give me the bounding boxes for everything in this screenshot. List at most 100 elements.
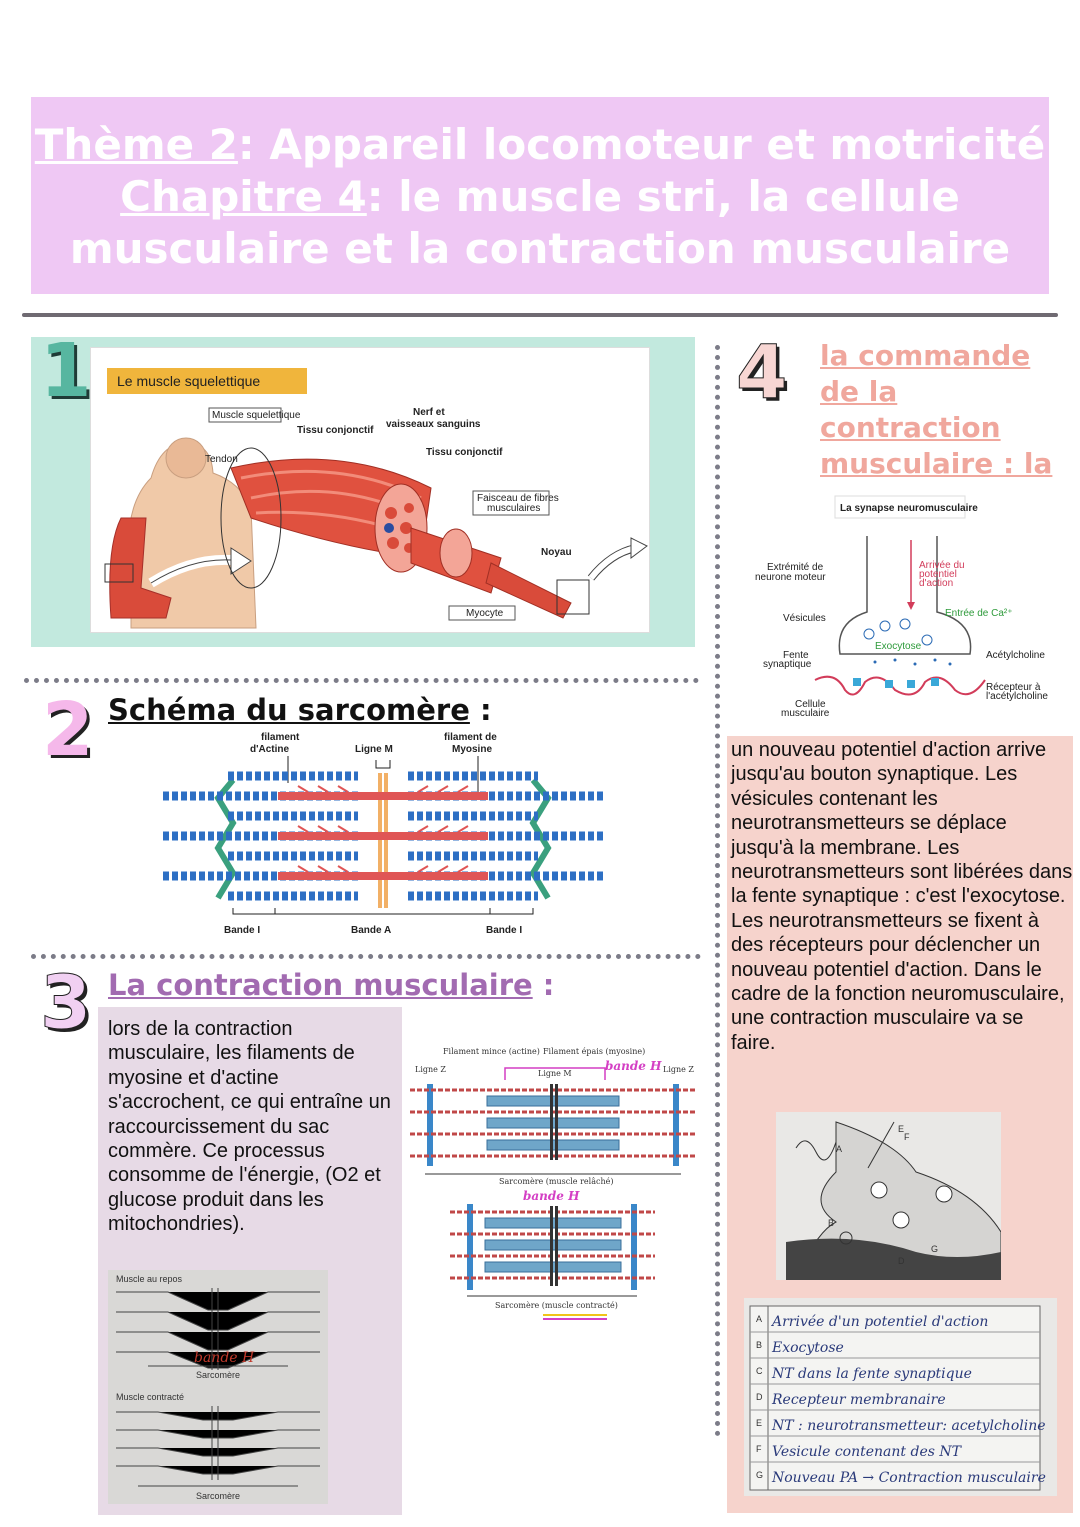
label-vaisseaux: vaisseaux sanguins — [386, 419, 481, 430]
table-answer-d: Recepteur membranaire — [771, 1392, 946, 1408]
section-2-title-text: Schéma du sarcomère — [108, 693, 470, 727]
section-2-title: Schéma du sarcomère : — [108, 693, 492, 727]
label-arrivee-2: potentiel — [919, 569, 957, 580]
divider-2-3 — [31, 954, 701, 959]
label-filament-epais: Filament épais (myosine) — [543, 1047, 645, 1056]
label-arrivee-1: Arrivée du — [919, 560, 965, 571]
muscle-photo: Muscle au repos bande H Sarcomère Muscle… — [108, 1270, 328, 1504]
section-3-title-text: La contraction musculaire — [108, 968, 533, 1002]
label-fibres: musculaires — [487, 503, 540, 514]
label-recepteur-2: l'acétylcholine — [986, 691, 1048, 702]
table-letter-f: F — [756, 1444, 762, 1454]
label-muscle-squelettique: Muscle squelettique — [212, 410, 301, 421]
muscle-figure-title: Le muscle squelettique — [117, 373, 260, 389]
photo-letter-e: E — [898, 1124, 904, 1134]
label-filament-mince: Filament mince (actine) — [443, 1047, 540, 1056]
section-4-number: 4 — [736, 330, 788, 416]
section-4-title: la commande de la contraction musculaire… — [820, 339, 1053, 516]
photo-letter-d: D — [898, 1256, 905, 1266]
divider-1-2 — [24, 678, 699, 683]
label-cellule-1: Cellule — [795, 699, 826, 710]
label-exocytose: Exocytose — [875, 641, 922, 652]
table-letter-b: B — [756, 1340, 762, 1350]
label-arrivee-3: d'action — [919, 578, 953, 589]
table-letter-c: C — [756, 1366, 763, 1376]
header-divider — [22, 313, 1058, 317]
section-1-number: 1 — [40, 328, 92, 414]
photo-letter-b: B — [828, 1218, 834, 1228]
sarcomere-diagram: filament d'Actine Ligne M filament de My… — [158, 728, 608, 938]
label-filament-actine-1: filament — [261, 732, 300, 743]
photo-letter-g: G — [931, 1244, 938, 1254]
table-answer-b: Exocytose — [771, 1340, 844, 1356]
label-filament-myosine-1: filament de — [444, 732, 497, 743]
photo-letter-a: A — [836, 1144, 842, 1154]
section-4-text: un nouveau potentiel d'action arrive jus… — [731, 739, 1073, 1054]
section-3-title: La contraction musculaire : — [108, 968, 554, 1002]
label-bande-i-right: Bande I — [486, 925, 522, 936]
label-nerf: Nerf et — [413, 407, 445, 418]
label-filament-myosine-2: Myosine — [452, 744, 492, 755]
synapse-diagram-title: La synapse neuromusculaire — [840, 503, 978, 514]
label-fente-1: Fente — [783, 650, 809, 661]
theme-title: : Appareil locomoteur et motricité — [237, 120, 1046, 169]
label-ligne-m-3: Ligne M — [538, 1069, 572, 1078]
table-answer-g: Nouveau PA → Contraction musculaire — [771, 1470, 1046, 1486]
label-myocyte: Myocyte — [466, 608, 504, 619]
label-vesicules: Vésicules — [783, 613, 826, 624]
muscle-figure: Le muscle squelettique Muscle squelettiq… — [90, 347, 650, 633]
synapse-photo: A E F B D G — [776, 1112, 1001, 1280]
contraction-diagram: Filament mince (actine) Filament épais (… — [405, 1040, 700, 1330]
label-ligne-m: Ligne M — [355, 744, 393, 755]
photo-letter-f: F — [904, 1132, 910, 1142]
photo-label-contracte: Muscle contracté — [116, 1392, 184, 1402]
divider-vertical — [715, 345, 720, 1437]
label-ligne-z-left: Ligne Z — [415, 1065, 446, 1074]
section-2-title-suffix: : — [469, 693, 492, 727]
label-faisceau: Faisceau de fibres — [477, 493, 559, 504]
section-2-number: 2 — [42, 687, 94, 773]
label-sarcomere-contracte: Sarcomère (muscle contracté) — [495, 1301, 618, 1310]
label-recepteur-1: Récepteur à — [986, 682, 1041, 693]
label-noyau: Noyau — [541, 547, 572, 558]
table-answer-e: NT : neurotransmetteur: acetylcholine — [771, 1418, 1046, 1434]
theme-label: Thème 2 — [34, 120, 238, 169]
table-answer-c: NT dans la fente synaptique — [771, 1366, 972, 1382]
label-bande-h-1: bande H — [605, 1059, 662, 1073]
label-sarcomere-relache: Sarcomère (muscle relâché) — [499, 1177, 613, 1186]
label-bande-i-left: Bande I — [224, 925, 260, 936]
answers-table-photo: A Arrivée d'un potentiel d'action B Exoc… — [744, 1298, 1057, 1496]
table-answer-a: Arrivée d'un potentiel d'action — [770, 1314, 988, 1330]
label-tissu-conjonctif-1: Tissu conjonctif — [297, 425, 374, 436]
label-extremite-1: Extrémité de — [767, 562, 824, 573]
table-letter-g: G — [756, 1470, 763, 1480]
table-letter-e: E — [756, 1418, 762, 1428]
label-entree-ca: Entrée de Ca²⁺ — [945, 608, 1013, 619]
label-tendon: Tendon — [205, 454, 238, 465]
synapse-diagram: La synapse neuromusculaire Extrémité de … — [745, 492, 1065, 724]
header-line-3: musculaire et la contraction musculaire — [69, 224, 1011, 273]
table-answer-f: Vesicule contenant des NT — [772, 1444, 963, 1460]
label-bande-h-2: bande H — [523, 1189, 580, 1203]
label-extremite-2: neurone moteur — [755, 572, 826, 583]
section-3-number: 3 — [40, 960, 92, 1046]
label-bande-a: Bande A — [351, 925, 391, 936]
label-ligne-z-right: Ligne Z — [663, 1065, 694, 1074]
photo-label-sarcomere-2: Sarcomère — [196, 1491, 240, 1501]
table-letter-d: D — [756, 1392, 763, 1402]
photo-label-bande-h: bande H — [194, 1350, 255, 1366]
photo-label-repos: Muscle au repos — [116, 1274, 183, 1284]
photo-label-sarcomere-1: Sarcomère — [196, 1370, 240, 1380]
label-acetylcholine: Acétylcholine — [986, 650, 1045, 661]
page-header: Thème 2: Appareil locomoteur et motricit… — [31, 97, 1049, 294]
section-3-title-suffix: : — [532, 968, 555, 1002]
table-letter-a: A — [756, 1314, 762, 1324]
chapter-title: : le muscle stri, la cellule — [366, 172, 960, 221]
label-filament-actine-2: d'Actine — [250, 744, 289, 755]
section-3-text: lors de la contraction musculaire, les f… — [108, 1018, 391, 1236]
label-cellule-2: musculaire — [781, 708, 830, 719]
label-fente-2: synaptique — [763, 659, 812, 670]
header-line-2: Chapitre 4: le muscle stri, la cellule — [31, 171, 1049, 223]
label-tissu-conjonctif-2: Tissu conjonctif — [426, 447, 503, 458]
chapter-label: Chapitre 4 — [120, 172, 367, 221]
